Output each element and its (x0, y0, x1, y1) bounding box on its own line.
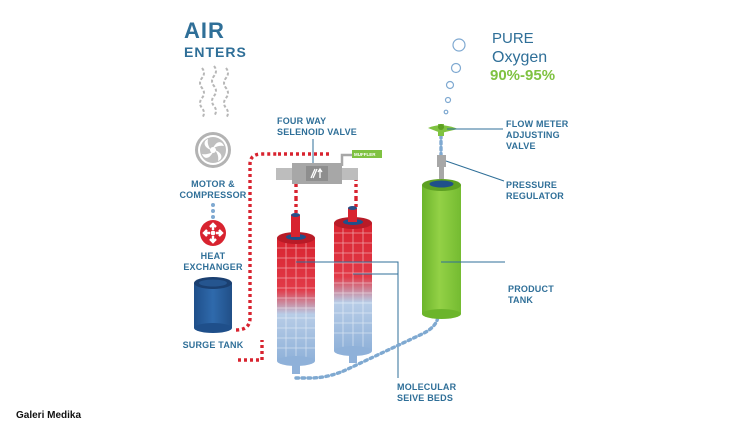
flow-label-3: VALVE (506, 141, 536, 151)
product-label-1: PRODUCT (508, 284, 554, 294)
air-flow-dots (211, 203, 215, 219)
fan-icon (195, 132, 231, 168)
motor-label-2: COMPRESSOR (179, 190, 246, 200)
pressure-label-1: PRESSURE (506, 180, 557, 190)
valve-label-2: SELENOID VALVE (277, 127, 357, 137)
pressure-label-2: REGULATOR (506, 191, 564, 201)
sieve-label-2: SEIVE BEDS (397, 393, 453, 403)
purity-label: 90%-95% (490, 67, 555, 84)
surge-tank-label: SURGE TANK (183, 340, 244, 350)
sieve-bed-left (277, 213, 315, 374)
muffler-pipe (340, 153, 352, 166)
four-way-valve-icon (276, 163, 358, 184)
heat-label-1: HEAT (201, 251, 226, 261)
compressed-air-path (235, 152, 278, 362)
sieve-bed-right (334, 206, 372, 363)
heat-exchanger-icon (200, 220, 226, 246)
motor-label-1: MOTOR & (191, 179, 235, 189)
pressure-leader (445, 160, 505, 182)
air-subtitle: ENTERS (184, 44, 247, 60)
valve-label-1: FOUR WAY (277, 116, 326, 126)
product-tank (422, 179, 461, 319)
surge-tank (194, 277, 232, 333)
image-credit: Galeri Medika (16, 410, 81, 421)
product-label-2: TANK (508, 295, 533, 305)
air-stream-icon (199, 65, 229, 119)
flow-label-2: ADJUSTING (506, 130, 560, 140)
oxygen-bubbles (443, 38, 466, 115)
pure-label: PURE (492, 30, 534, 47)
valve-to-beds-path (278, 152, 358, 215)
flow-meter-valve-icon (428, 124, 458, 136)
flow-label-1: FLOW METER (506, 119, 569, 129)
air-title: AIR (184, 18, 225, 43)
muffler: MUFFLER (352, 150, 382, 158)
oxygen-label: Oxygen (492, 49, 547, 66)
muffler-label: MUFFLER (354, 152, 376, 157)
sieve-leader (296, 261, 399, 378)
sieve-label-1: MOLECULAR (397, 382, 457, 392)
heat-label-2: EXCHANGER (183, 262, 243, 272)
pressure-regulator-icon (437, 155, 446, 179)
